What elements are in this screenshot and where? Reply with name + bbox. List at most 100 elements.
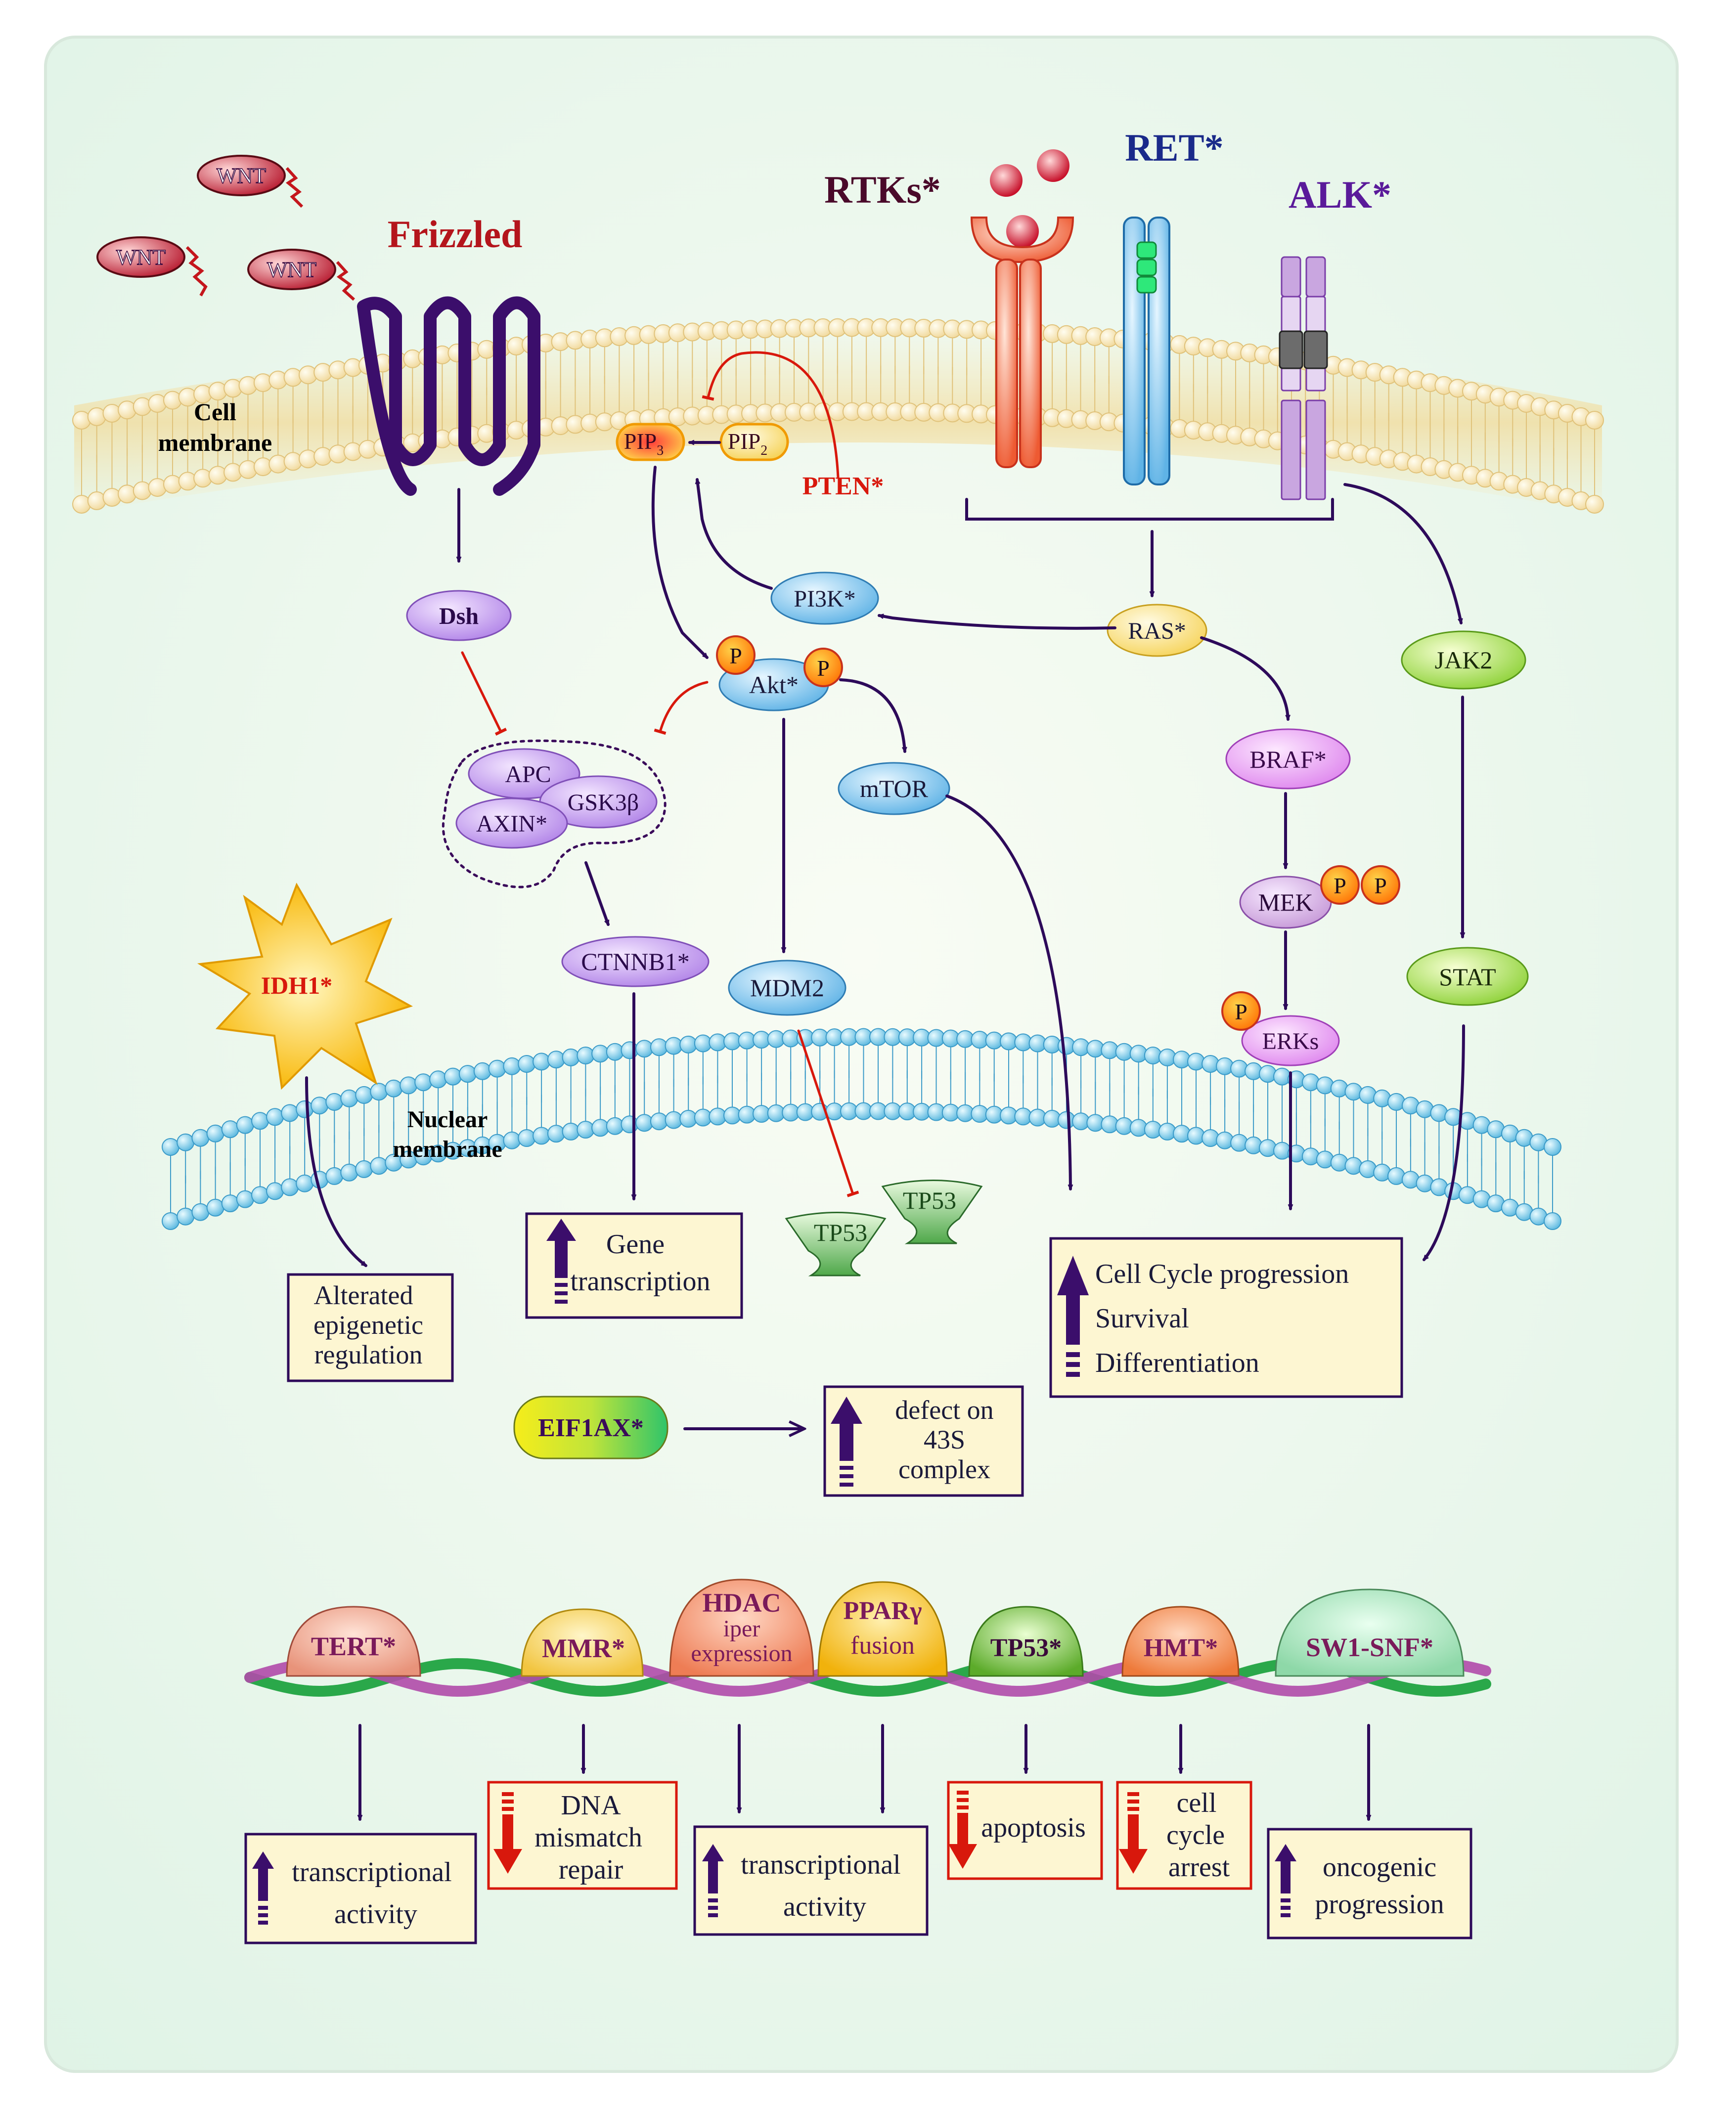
mtor-node: mTOR: [838, 762, 950, 815]
up-arrow-icon: [702, 1844, 724, 1917]
swisnf-factor: SW1-SNF*: [1275, 1588, 1465, 1677]
up-arrow-icon: [831, 1397, 862, 1487]
ret-receptor: [1123, 217, 1170, 485]
svg-text:P: P: [1235, 999, 1247, 1024]
tert-factor: TERT*: [286, 1606, 421, 1677]
svg-text:WNT: WNT: [217, 164, 266, 188]
svg-text:WNT: WNT: [116, 245, 166, 269]
alk-label: ALK*: [1289, 173, 1391, 216]
svg-text:TP53*: TP53*: [990, 1634, 1062, 1662]
svg-text:P: P: [729, 643, 742, 668]
svg-text:Akt*: Akt*: [749, 671, 799, 699]
svg-text:PIP2: PIP2: [728, 429, 767, 458]
ret-label: RET*: [1125, 126, 1223, 169]
svg-text:MDM2: MDM2: [750, 974, 824, 1002]
alk-receptor: [1279, 256, 1328, 500]
frizzled-label: Frizzled: [388, 213, 523, 256]
gsk3b-node: GSK3β: [539, 775, 658, 829]
svg-text:P: P: [1374, 873, 1387, 898]
phospho-p: P: [803, 648, 843, 687]
svg-text:WNT: WNT: [267, 258, 316, 282]
tp53-protein: TP53: [881, 1180, 983, 1244]
pten-label: PTEN*: [802, 472, 884, 500]
jak2-node: JAK2: [1401, 630, 1526, 690]
background-panel: [44, 36, 1679, 2073]
pip3-node: PIP3: [616, 423, 685, 461]
rtks-label: RTKs*: [824, 168, 941, 211]
svg-text:IDH1*: IDH1*: [261, 971, 332, 999]
akt-node: Akt*: [718, 658, 829, 711]
ras-node: RAS*: [1107, 604, 1207, 657]
pip2-node: PIP2: [719, 423, 789, 461]
phospho-p: P: [1361, 865, 1400, 905]
dsh-node: Dsh: [406, 590, 512, 641]
svg-text:apoptosis: apoptosis: [981, 1812, 1086, 1843]
up-arrow-icon: [1057, 1256, 1089, 1377]
svg-text:STAT: STAT: [1439, 963, 1496, 991]
up-arrow-icon: [546, 1219, 576, 1304]
apoptosis-outcome-box: apoptosis: [947, 1781, 1103, 1880]
down-arrow-icon: [493, 1792, 522, 1874]
phospho-p: P: [1221, 991, 1261, 1031]
svg-text:AXIN*: AXIN*: [476, 811, 547, 837]
svg-text:EIF1AX*: EIF1AX*: [538, 1414, 644, 1442]
stat-node: STAT: [1406, 947, 1529, 1006]
svg-text:P: P: [817, 656, 830, 681]
svg-text:BRAF*: BRAF*: [1249, 746, 1327, 773]
svg-text:APC: APC: [505, 761, 551, 788]
bottom-arrows: [360, 1724, 1369, 1821]
svg-text:Dsh: Dsh: [439, 603, 479, 629]
mmr-factor: MMR*: [521, 1608, 644, 1677]
svg-text:PI3K*: PI3K*: [794, 586, 855, 612]
idh1-star: IDH1*: [197, 882, 413, 1090]
svg-text:ERKs: ERKs: [1262, 1028, 1319, 1055]
arrow-layer: [305, 442, 1464, 1429]
inhibition-layer: [461, 351, 859, 1197]
phospho-p: P: [716, 635, 756, 675]
wnt-ligand: WNT: [197, 155, 304, 208]
phospho-p: P: [1320, 865, 1360, 905]
frizzled-receptor: [357, 296, 540, 496]
tp53-factor: TP53*: [968, 1606, 1084, 1677]
destruction-complex-outline: [442, 739, 667, 888]
svg-text:GSK3β: GSK3β: [568, 790, 639, 816]
svg-text:MEK: MEK: [1258, 888, 1313, 916]
svg-text:HMT*: HMT*: [1144, 1634, 1218, 1662]
svg-text:P: P: [1334, 873, 1346, 898]
svg-text:JAK2: JAK2: [1435, 646, 1493, 674]
tp53-protein: TP53: [785, 1212, 887, 1276]
svg-text:TP53: TP53: [903, 1187, 956, 1214]
up-arrow-icon: [252, 1851, 274, 1925]
eif1ax-node: EIF1AX*: [513, 1396, 668, 1459]
nuclear-membrane: [162, 1028, 1561, 1230]
mek-node: MEK: [1239, 876, 1332, 929]
cell-membrane: [72, 318, 1604, 514]
braf-node: BRAF*: [1225, 728, 1351, 790]
mdm2-node: MDM2: [728, 960, 846, 1016]
rtk-receptor: [970, 149, 1074, 468]
up-arrow-icon: [1275, 1844, 1296, 1917]
svg-text:mTOR: mTOR: [860, 775, 929, 802]
svg-text:TP53: TP53: [814, 1219, 867, 1246]
hmt-factor: HMT*: [1121, 1606, 1240, 1677]
